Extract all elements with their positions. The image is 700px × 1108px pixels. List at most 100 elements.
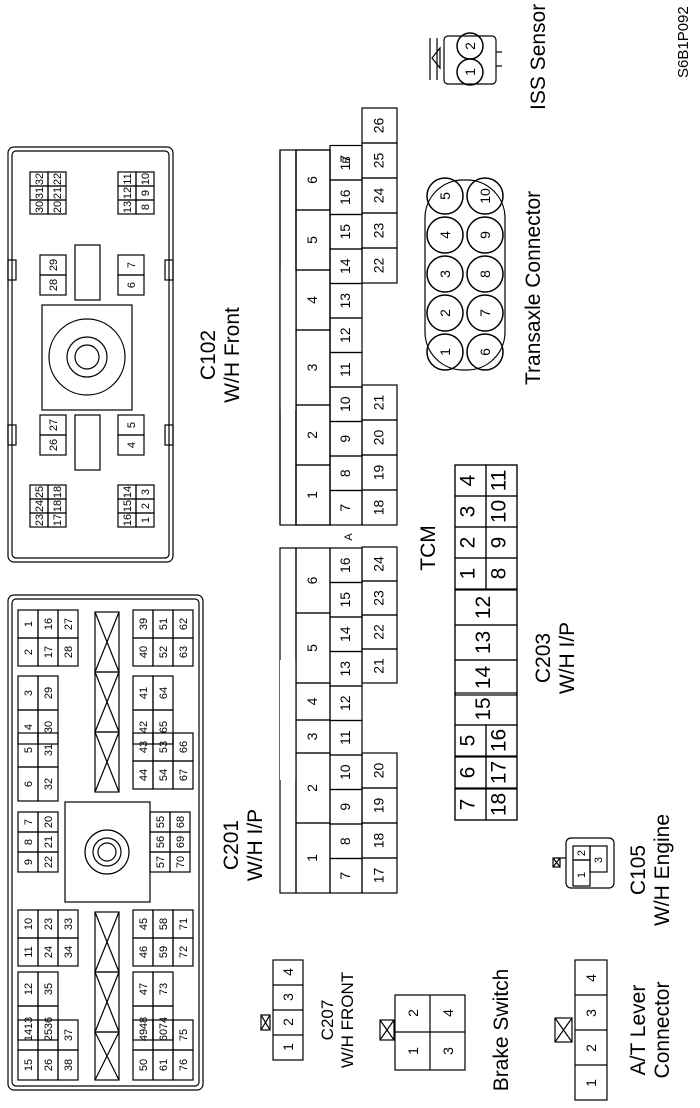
c201-pin: 1 bbox=[23, 621, 35, 627]
tcm-a-pin: 2 bbox=[304, 784, 320, 792]
c203-pin: 17 bbox=[488, 761, 511, 784]
iss-sensor-connector: 2 1 bbox=[429, 32, 502, 86]
c201-pin: 37 bbox=[63, 1029, 75, 1041]
tcm-b-pin: 26 bbox=[371, 118, 387, 134]
tcm-a-pin: 5 bbox=[304, 644, 320, 652]
transaxle-pin: 7 bbox=[477, 309, 493, 317]
c201-pin: 26 bbox=[43, 1059, 55, 1071]
tcm-b-pin: 12 bbox=[337, 327, 353, 343]
c105-sub-label: W/H Engine bbox=[651, 814, 674, 926]
c201-pin: 3 bbox=[23, 690, 35, 696]
c207-pin-1: 1 bbox=[280, 1043, 296, 1051]
c201-pin: 64 bbox=[158, 687, 170, 699]
transaxle-pin: 5 bbox=[437, 192, 453, 200]
c203-pin: 10 bbox=[488, 500, 511, 523]
c201-pin: 15 bbox=[23, 1059, 35, 1071]
brake-pin-2: 2 bbox=[405, 1009, 421, 1017]
c102-pin: 7 bbox=[126, 262, 138, 268]
tcm-a-pin: 23 bbox=[371, 590, 387, 606]
tcm-b-pin: 13 bbox=[337, 293, 353, 309]
c201-pin: 58 bbox=[158, 918, 170, 930]
c102-sub-label: W/H Front bbox=[221, 307, 244, 403]
tcm-b-pin: 7 bbox=[337, 504, 353, 512]
c201-pin: 61 bbox=[158, 1059, 170, 1071]
transaxle-pin: 9 bbox=[477, 231, 493, 239]
tcm-a-pin: 8 bbox=[337, 837, 353, 845]
at-lever-connector: 4 3 2 1 bbox=[554, 959, 608, 1101]
c201-pin: 35 bbox=[43, 983, 55, 995]
c201-connector: 1216172728342930563132789202122101123243… bbox=[7, 594, 204, 1091]
c201-pin: 17 bbox=[43, 646, 55, 658]
tcm-b-pin: 1 bbox=[304, 491, 320, 499]
c201-pin: 53 bbox=[158, 741, 170, 753]
c201-pin: 25 bbox=[43, 1029, 55, 1041]
c102-label: C102 bbox=[197, 330, 220, 380]
brake-switch-connector: 2 1 4 3 bbox=[379, 994, 466, 1071]
tcm-a-pin: 12 bbox=[337, 695, 353, 711]
tcm-b-pin: 21 bbox=[371, 395, 387, 411]
at-pin-2: 2 bbox=[583, 1044, 599, 1052]
tcm-b-pin: 2 bbox=[304, 431, 320, 439]
c203-sub-label: W/H I/P bbox=[556, 622, 579, 694]
tcm-a-pin: 13 bbox=[337, 661, 353, 677]
c201-pin: 24 bbox=[43, 946, 55, 958]
c201-pin: 48 bbox=[138, 1017, 150, 1029]
c102-connector: 3231302221201112131098292876272654252423… bbox=[7, 146, 174, 563]
brake-switch-label: Brake Switch bbox=[490, 969, 513, 1092]
c102-pin: 31 bbox=[34, 187, 46, 199]
c201-pin: 10 bbox=[23, 918, 35, 930]
c201-pin: 22 bbox=[43, 856, 55, 868]
c201-pin: 8 bbox=[23, 839, 35, 845]
c201-pin: 45 bbox=[138, 918, 150, 930]
tcm-a-pin: 18 bbox=[371, 833, 387, 849]
c201-pin: 20 bbox=[43, 816, 55, 828]
tcm-b-pin: 16 bbox=[337, 189, 353, 205]
c201-pin: 13 bbox=[23, 1017, 35, 1029]
c201-pin: 4 bbox=[23, 724, 35, 730]
transaxle-pin: 1 bbox=[437, 348, 453, 356]
c203-pin: 4 bbox=[457, 474, 480, 486]
tcm-a-pin: 16 bbox=[337, 557, 353, 573]
tcm-a-pin: 11 bbox=[337, 730, 353, 745]
c201-pin: 74 bbox=[158, 1017, 170, 1029]
c203-pin: 3 bbox=[457, 506, 480, 518]
c203-pin: 9 bbox=[488, 537, 511, 549]
c102-pin: 20 bbox=[52, 201, 64, 213]
at-pin-3: 3 bbox=[583, 1009, 599, 1017]
c201-pin: 2 bbox=[23, 649, 35, 655]
c203-label: C203 bbox=[532, 633, 555, 683]
reference-code: S6B1P092 bbox=[675, 6, 692, 78]
c201-pin: 33 bbox=[63, 918, 75, 930]
c201-pin: 54 bbox=[158, 769, 170, 781]
c203-pin: 12 bbox=[472, 596, 495, 619]
iss-sensor-label: ISS Sensor bbox=[527, 4, 550, 110]
c105-pin-3: 3 bbox=[593, 857, 605, 863]
c201-pin: 5 bbox=[23, 747, 35, 753]
c201-label: C201 bbox=[220, 820, 243, 870]
c203-pin: 6 bbox=[457, 767, 480, 779]
c207-sub-label: W/H FRONT bbox=[338, 972, 357, 1068]
c203-pin: 7 bbox=[457, 799, 480, 811]
c201-pin: 63 bbox=[178, 646, 190, 658]
c203-pin: 2 bbox=[457, 537, 480, 549]
tcm-label: TCM bbox=[417, 525, 440, 571]
c203-pin: 18 bbox=[488, 793, 511, 816]
c201-pin: 39 bbox=[138, 618, 150, 630]
tcm-b-pin: 8 bbox=[337, 469, 353, 477]
tcm-a-pin: 17 bbox=[371, 868, 387, 884]
c102-pin: 18 bbox=[52, 486, 64, 498]
tcm-b-pin: 10 bbox=[337, 396, 353, 412]
c207-pin-3: 3 bbox=[280, 993, 296, 1001]
c201-pin: 43 bbox=[138, 741, 150, 753]
c201-pin: 47 bbox=[138, 983, 150, 995]
c203-pin: 14 bbox=[472, 666, 495, 690]
c201-pin: 34 bbox=[63, 946, 75, 958]
c201-pin: 38 bbox=[63, 1059, 75, 1071]
tcm-b-pin: 17 bbox=[337, 155, 353, 171]
brake-pin-1: 1 bbox=[405, 1047, 421, 1055]
tcm-b-pin: 18 bbox=[371, 500, 387, 516]
tcm-b-pin: 4 bbox=[304, 296, 320, 304]
at-lever-label: A/T Lever bbox=[627, 985, 650, 1076]
tcm-a-pin: 6 bbox=[304, 576, 320, 584]
